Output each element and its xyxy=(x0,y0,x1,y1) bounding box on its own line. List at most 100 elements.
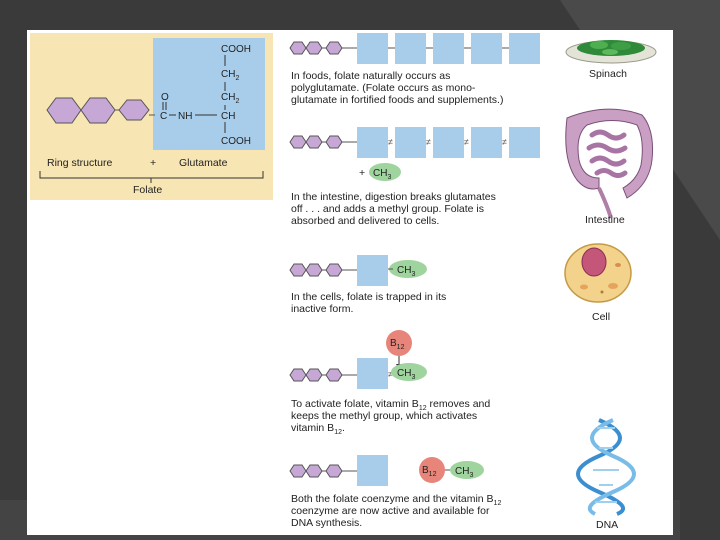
folate-rings xyxy=(289,263,357,277)
step-cells: CH3 In the cells, folate is trapped in i… xyxy=(289,255,446,315)
step-intestine: ≠ ≠ ≠ ≠ + CH3 In the intestine, digestio… xyxy=(289,127,540,227)
dna-label: DNA xyxy=(596,519,618,531)
glutamate-box xyxy=(153,38,265,150)
dna-illustration: DNA xyxy=(576,418,636,531)
break-mark: ≠ xyxy=(426,137,431,147)
ring-hexagon xyxy=(305,135,323,149)
cells-caption-line: In the cells, folate is trapped in its xyxy=(291,291,446,303)
intestine-caption-line: absorbed and delivered to cells. xyxy=(291,215,439,227)
dna-strand xyxy=(576,418,626,516)
plus-sign: + xyxy=(359,167,365,179)
break-mark: ≠ xyxy=(388,369,393,379)
activate-caption-line: To activate folate, vitamin B12 removes … xyxy=(291,398,490,412)
organelle xyxy=(600,290,604,294)
cell-illustration: Cell xyxy=(564,243,632,323)
ch-label: CH xyxy=(221,111,235,122)
ring-hexagon xyxy=(289,135,307,149)
folate-rings xyxy=(289,135,357,149)
methyl-label: CH3 xyxy=(455,466,473,479)
methyl-group xyxy=(389,260,427,278)
folate-label: Folate xyxy=(133,184,162,196)
ring-hexagon xyxy=(305,368,323,382)
cell-nucleus xyxy=(581,247,607,277)
intestine-label: Intestine xyxy=(585,214,625,226)
cooh-bottom-label: COOH xyxy=(221,136,251,147)
b12-label: B12 xyxy=(422,465,437,478)
spinach-leaf xyxy=(611,42,631,50)
step-activate: B12 ≠ CH3 To activate folate, vitamin B1… xyxy=(289,330,490,436)
folate-rings xyxy=(289,41,357,55)
methyl-group xyxy=(369,163,401,181)
glutamate-square xyxy=(357,455,388,486)
organelle xyxy=(615,263,621,267)
synthesis-caption-line: coenzyme are now active and available fo… xyxy=(291,505,490,517)
ring-hexagon xyxy=(305,41,323,55)
glutamate-square xyxy=(357,33,388,64)
dna-strand xyxy=(587,418,636,516)
ch2-label: CH2 xyxy=(221,69,239,82)
intestine-illustration: Intestine xyxy=(565,108,653,226)
ring-hexagon xyxy=(289,41,307,55)
step-synthesis: B12 CH3 Both the folate coenzyme and the… xyxy=(289,455,501,529)
small-intestine xyxy=(586,129,628,178)
glutamate-square xyxy=(509,33,540,64)
ring-structure-label: Ring structure xyxy=(47,157,113,169)
methyl-label: CH3 xyxy=(373,168,391,181)
glutamate-square xyxy=(471,33,502,64)
ring-hexagon xyxy=(305,464,323,478)
ring-hexagon xyxy=(305,263,323,277)
rectum xyxy=(597,187,613,219)
methyl-label: CH3 xyxy=(397,368,415,381)
b12-label: B12 xyxy=(390,338,405,351)
ring-hexagon xyxy=(289,368,307,382)
carbon-label: C xyxy=(160,111,167,122)
intestine-caption-line: off . . . and adds a methyl group. Folat… xyxy=(291,203,484,215)
cell-label: Cell xyxy=(592,311,610,323)
break-mark: ≠ xyxy=(502,137,507,147)
spinach-label: Spinach xyxy=(589,68,627,80)
b12-molecule xyxy=(386,330,412,356)
synthesis-caption-line: Both the folate coenzyme and the vitamin… xyxy=(291,493,501,507)
activate-caption-line: vitamin B12. xyxy=(291,422,345,436)
glutamate-square xyxy=(509,127,540,158)
ch2-label: CH2 xyxy=(221,92,239,105)
glutamate-square xyxy=(357,127,388,158)
activate-caption-line: keeps the methyl group, which activates xyxy=(291,410,477,422)
cooh-top-label: COOH xyxy=(221,44,251,55)
nh-label: NH xyxy=(178,111,192,122)
spinach-leaf xyxy=(590,41,608,49)
ring-hexagon-small xyxy=(325,368,343,382)
glutamate-label: Glutamate xyxy=(179,157,228,169)
ring-hexagon-small xyxy=(325,135,343,149)
folate-rings xyxy=(289,464,357,478)
ring-hexagon xyxy=(289,464,307,478)
spinach-illustration: Spinach xyxy=(565,40,657,80)
methyl-label: CH3 xyxy=(397,265,415,278)
spinach-leaf xyxy=(602,49,618,55)
ring-hexagon-small xyxy=(325,41,343,55)
glutamate-square xyxy=(395,127,426,158)
organelle xyxy=(608,283,618,289)
folate-rings xyxy=(289,368,357,382)
broken-glutamate-chain: ≠ ≠ ≠ ≠ xyxy=(357,127,540,158)
break-mark: ≠ xyxy=(388,137,393,147)
large-intestine xyxy=(565,108,653,199)
methyl-group xyxy=(391,363,427,381)
foods-caption-line: glutamate in fortified foods and supplem… xyxy=(291,94,503,106)
oxygen-label: O xyxy=(161,92,169,103)
foods-caption-line: In foods, folate naturally occurs as xyxy=(291,70,450,82)
ring-hexagon xyxy=(289,263,307,277)
folate-structure-panel: O C NH COOH CH2 CH2 CH COOH Ring structu… xyxy=(30,33,273,200)
glutamate-square xyxy=(357,358,388,389)
slide: O C NH COOH CH2 CH2 CH COOH Ring structu… xyxy=(27,30,673,535)
glutamate-square xyxy=(433,127,464,158)
ring-hexagon-small xyxy=(325,263,343,277)
ring-hexagon-small xyxy=(325,464,343,478)
glutamate-square xyxy=(471,127,502,158)
cells-caption-line: inactive form. xyxy=(291,303,353,315)
intestine-caption-line: In the intestine, digestion breaks gluta… xyxy=(291,191,496,203)
methyl-group xyxy=(450,461,484,479)
break-mark: ≠ xyxy=(464,137,469,147)
folate-diagram: O C NH COOH CH2 CH2 CH COOH Ring structu… xyxy=(30,33,657,531)
polyglutamate-chain xyxy=(357,33,540,64)
